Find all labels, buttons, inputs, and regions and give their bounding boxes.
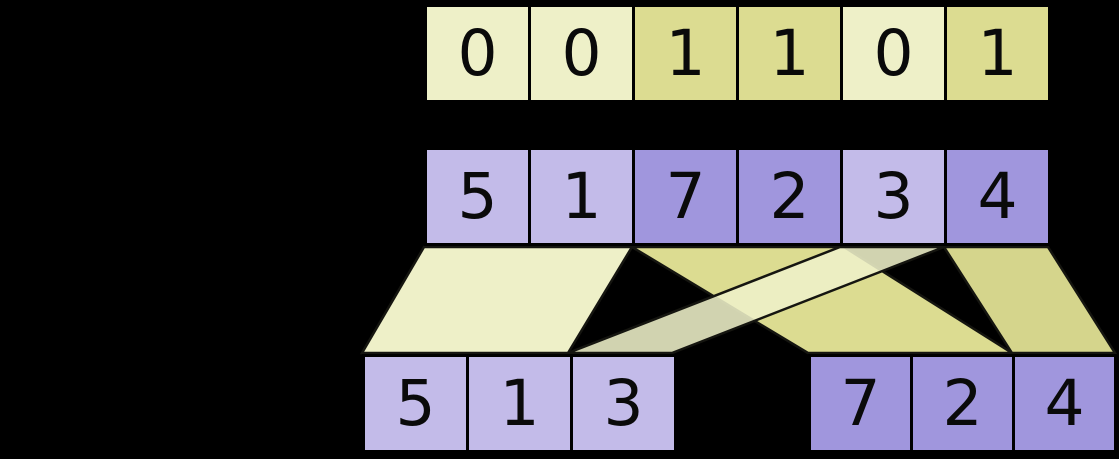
value-array-cell: 5 bbox=[424, 147, 531, 246]
value-array-cell: 3 bbox=[840, 147, 947, 246]
flag-array-cell: 1 bbox=[632, 4, 739, 103]
value-array-cell: 1 bbox=[528, 147, 635, 246]
output-array-true-flags-cell: 4 bbox=[1012, 354, 1117, 453]
value-array-cell: 7 bbox=[632, 147, 739, 246]
output-array-false-flags-cell: 3 bbox=[570, 354, 677, 453]
band-right-olive bbox=[941, 245, 1118, 355]
output-array-true-flags-cell: 7 bbox=[808, 354, 913, 453]
flag-array-cell: 1 bbox=[944, 4, 1051, 103]
flag-array-cell: 0 bbox=[840, 4, 947, 103]
output-array-false-flags-cell: 5 bbox=[362, 354, 469, 453]
flag-array-cell: 1 bbox=[736, 4, 843, 103]
funnel-left-cream bbox=[359, 245, 635, 355]
flag-array-cell: 0 bbox=[528, 4, 635, 103]
value-array-cell: 4 bbox=[944, 147, 1051, 246]
output-array-true-flags-cell: 2 bbox=[910, 354, 1015, 453]
flag-array-cell: 0 bbox=[424, 4, 531, 103]
output-array-false-flags-cell: 1 bbox=[466, 354, 573, 453]
value-array-cell: 2 bbox=[736, 147, 843, 246]
band-cross-cream bbox=[567, 245, 945, 355]
